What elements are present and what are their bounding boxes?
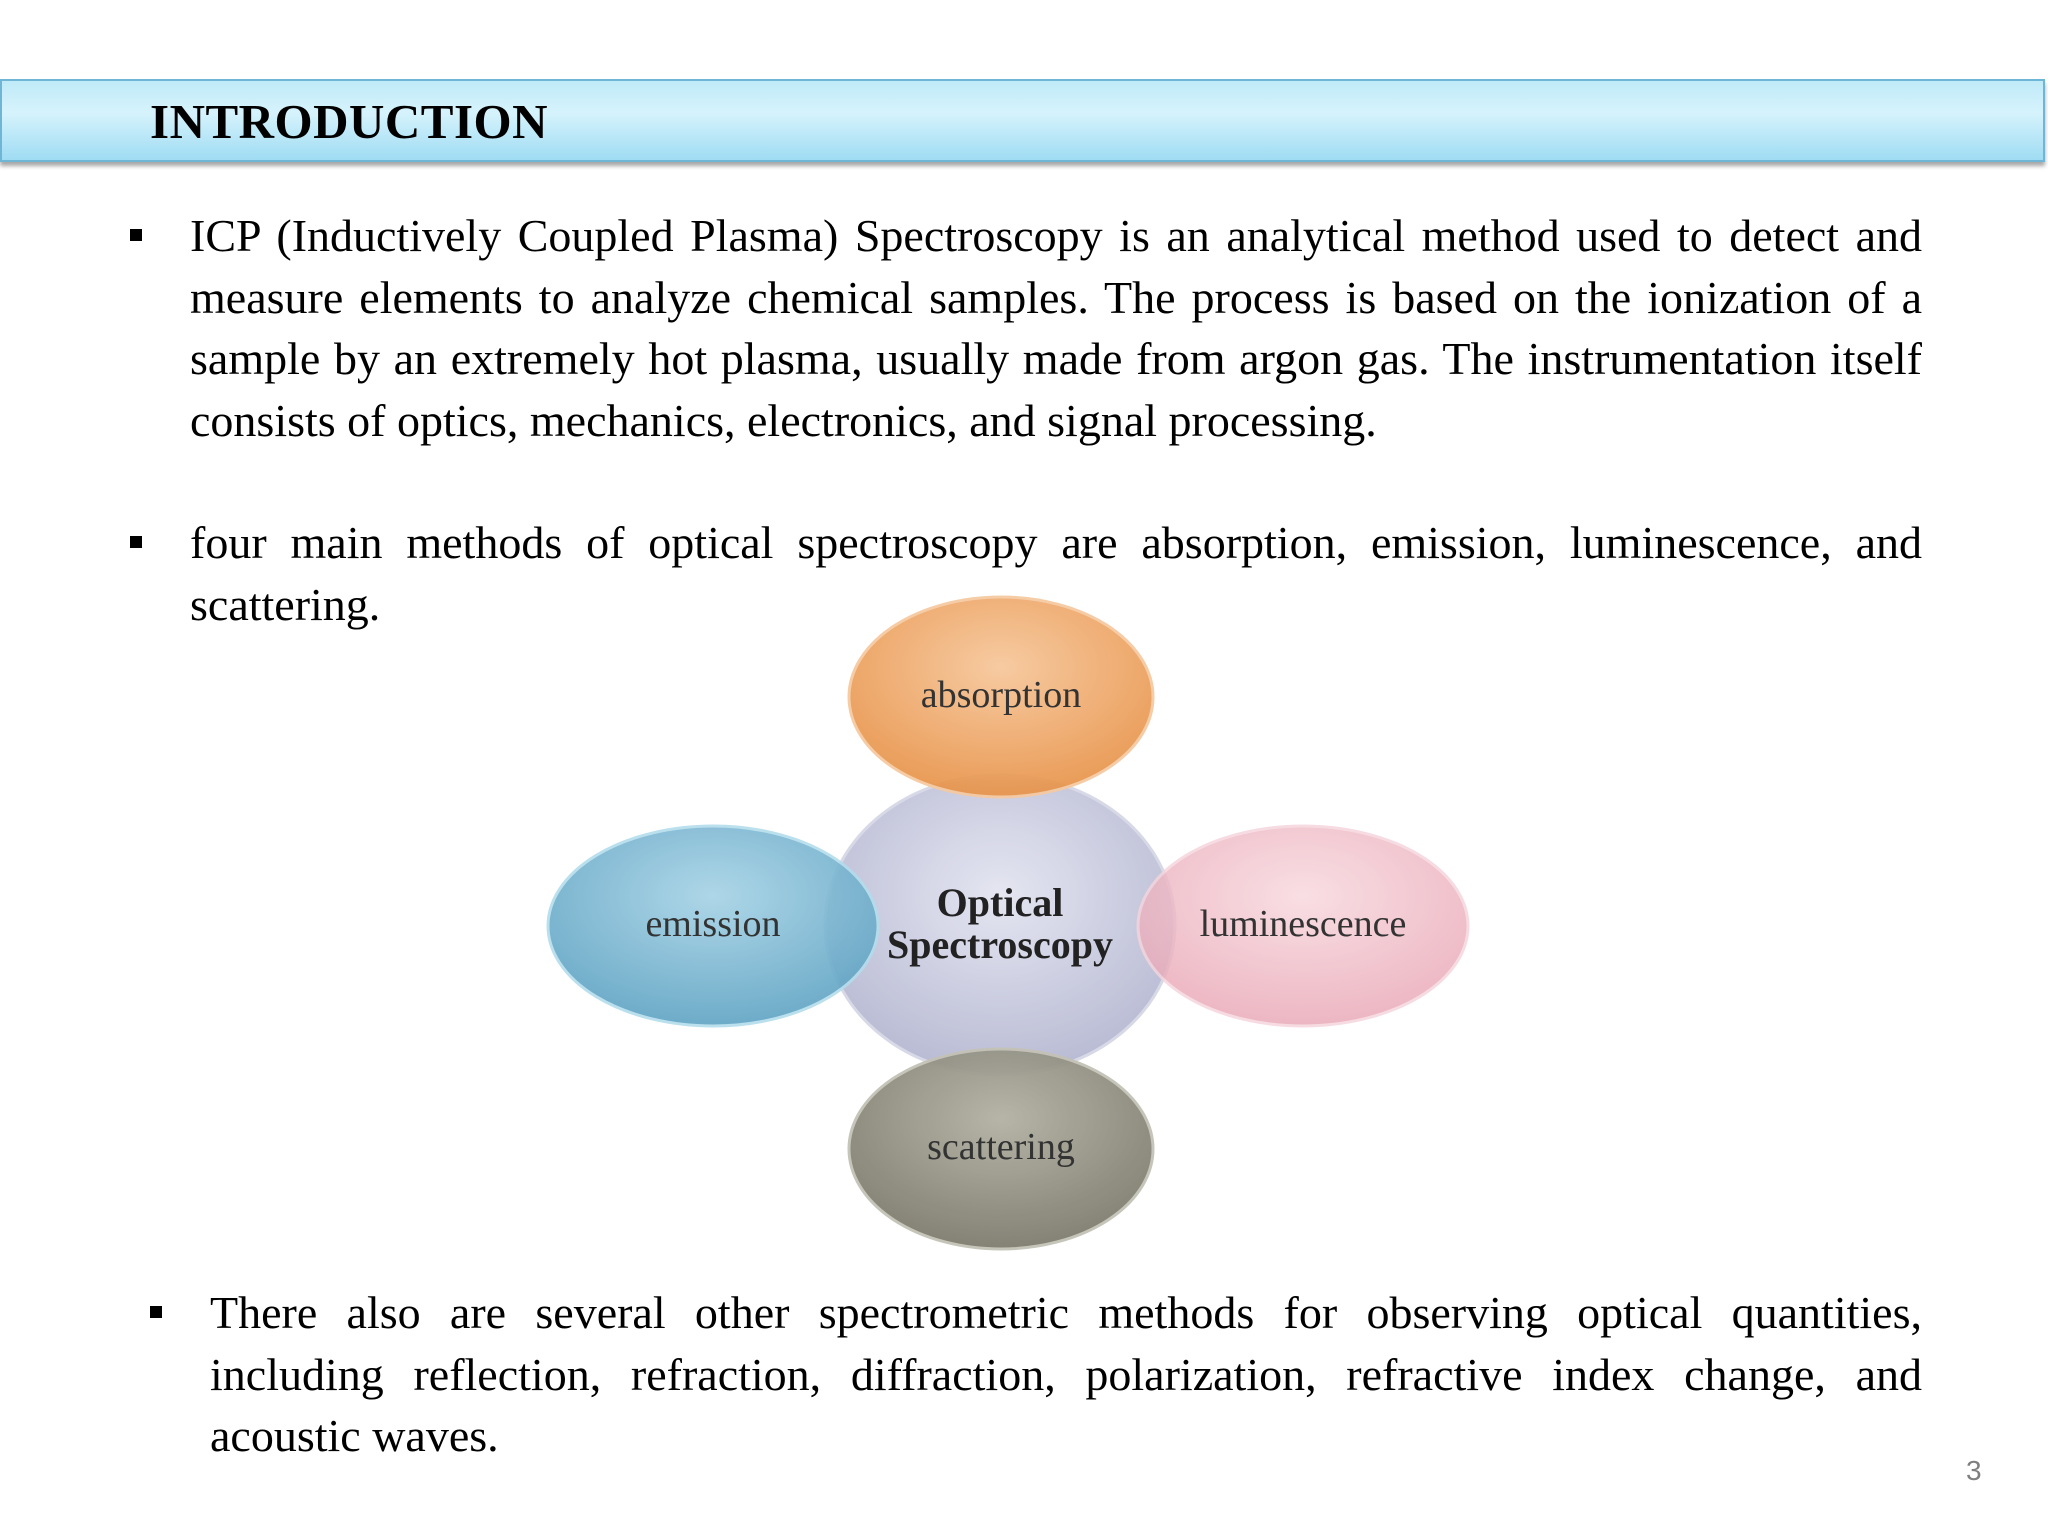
bullet-paragraph: There also are several other spectrometr… bbox=[210, 1282, 1922, 1467]
bullet-text: There also are several other spectrometr… bbox=[210, 1287, 1922, 1461]
optical-spectroscopy-diagram: absorption emission luminescence scatter… bbox=[546, 595, 1470, 1251]
bullet-paragraph: ICP (Inductively Coupled Plasma) Spectro… bbox=[190, 205, 1922, 451]
emission-label: emission bbox=[645, 903, 780, 945]
bullet-text: ICP (Inductively Coupled Plasma) Spectro… bbox=[190, 210, 1922, 446]
title-bar: INTRODUCTION bbox=[0, 79, 2045, 162]
absorption-label: absorption bbox=[921, 674, 1081, 716]
page-number: 3 bbox=[1966, 1455, 1982, 1486]
bullet-paragraph: four main methods of optical spectroscop… bbox=[190, 512, 1922, 635]
luminescence-label: luminescence bbox=[1200, 903, 1407, 945]
bullet-text: four main methods of optical spectroscop… bbox=[190, 517, 1922, 630]
center-label-line1: Optical bbox=[937, 880, 1064, 925]
page-title: INTRODUCTION bbox=[150, 94, 549, 149]
emission-ellipse bbox=[546, 824, 880, 1028]
luminescence-ellipse bbox=[1136, 824, 1470, 1028]
scattering-ellipse bbox=[847, 1047, 1155, 1251]
absorption-ellipse bbox=[847, 595, 1155, 799]
bullet-marker bbox=[130, 536, 142, 548]
bullet-marker bbox=[150, 1306, 162, 1318]
scattering-label: scattering bbox=[927, 1126, 1075, 1168]
bullet-marker bbox=[130, 229, 142, 241]
center-label-line2: Spectroscopy bbox=[887, 922, 1113, 967]
